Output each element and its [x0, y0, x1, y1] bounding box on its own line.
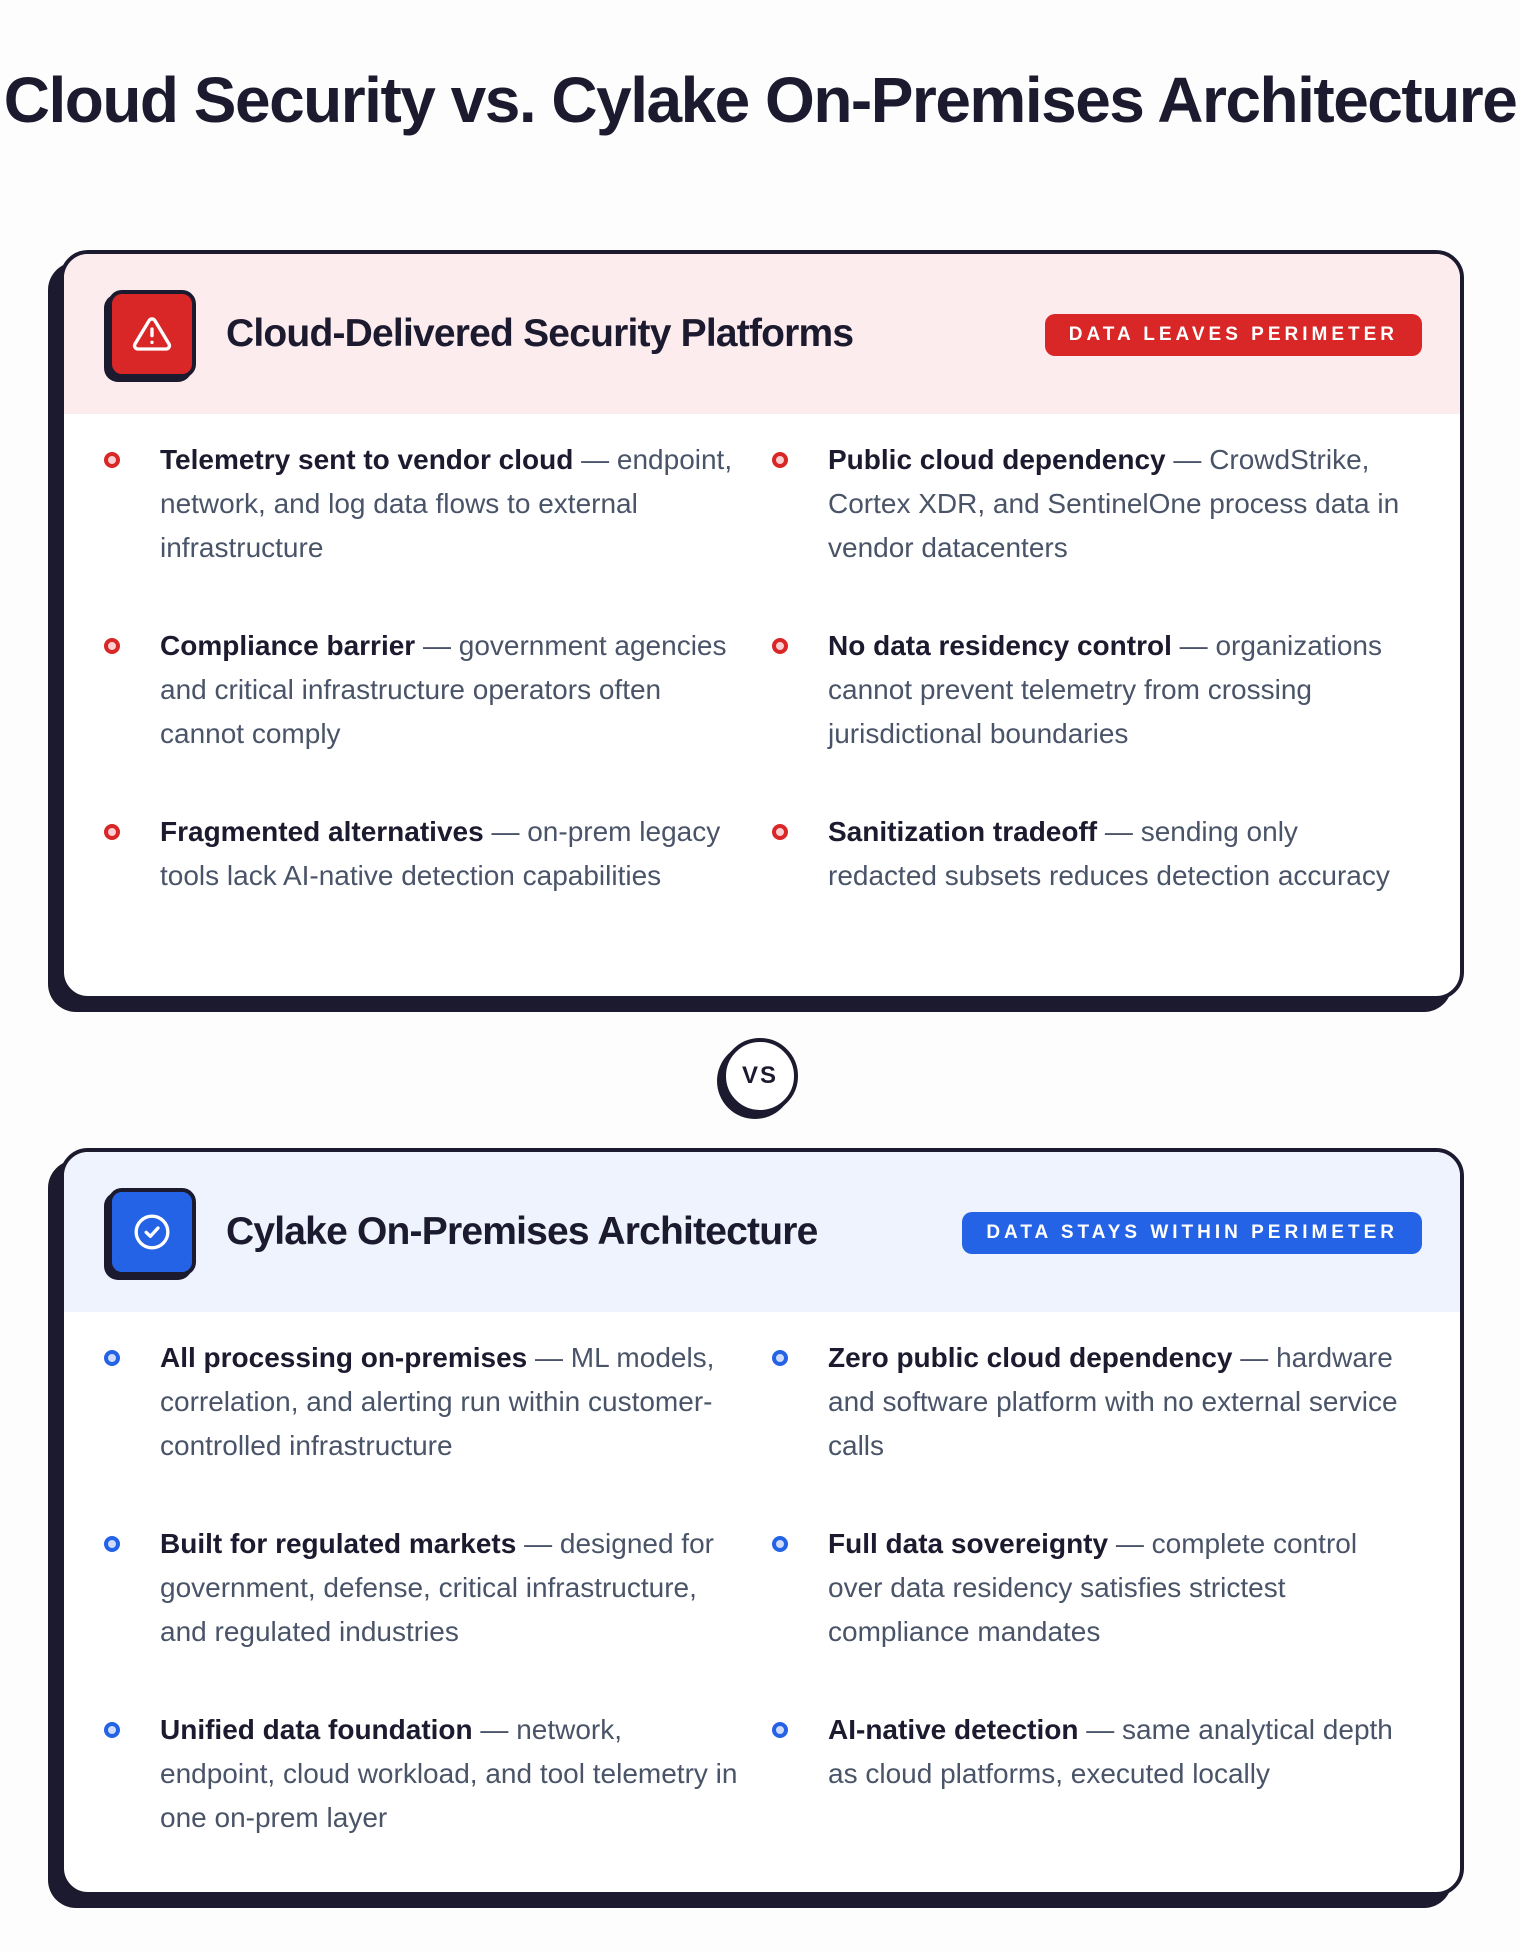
- item-text: network, endpoint, cloud workload, and t…: [160, 1714, 738, 1833]
- list-item: Public cloud dependency — CrowdStrike, C…: [772, 438, 1440, 624]
- item-text: organizations cannot prevent telemetry f…: [828, 630, 1382, 749]
- list-item: Fragmented alternatives — on-prem legacy…: [104, 810, 772, 996]
- list-item: No data residency control — organization…: [772, 624, 1440, 810]
- data-stays-badge: DATA STAYS WITHIN PERIMETER: [962, 1212, 1422, 1254]
- bullet-dot-icon: [104, 638, 120, 654]
- list-item: AI-native detection — same analytical de…: [772, 1708, 1440, 1892]
- item-text: CrowdStrike, Cortex XDR, and SentinelOne…: [828, 444, 1400, 563]
- page-title: Cloud Security vs. Cylake On-Premises Ar…: [3, 64, 1518, 136]
- item-text: endpoint, network, and log data flows to…: [160, 444, 733, 563]
- cloud-items-grid: Telemetry sent to vendor cloud — endpoin…: [64, 414, 1460, 996]
- bullet-dot-icon: [104, 1350, 120, 1366]
- data-leaves-badge: DATA LEAVES PERIMETER: [1044, 314, 1422, 356]
- check-icon-box: [108, 1188, 196, 1276]
- cloud-card-header: Cloud-Delivered Security Platforms DATA …: [64, 254, 1460, 414]
- item-lead: All processing on-premises: [160, 1342, 528, 1373]
- list-item: Zero public cloud dependency — hardware …: [772, 1336, 1440, 1522]
- item-lead: Telemetry sent to vendor cloud: [160, 444, 574, 475]
- item-text: hardware and software platform with no e…: [828, 1342, 1398, 1461]
- vs-badge: VS: [722, 1038, 798, 1114]
- bullet-dot-icon: [104, 1536, 120, 1552]
- item-text: government agencies and critical infrast…: [160, 630, 727, 749]
- item-text: sending only redacted subsets reduces de…: [828, 816, 1390, 891]
- bullet-dot-icon: [772, 824, 788, 840]
- onprem-items-grid: All processing on-premises — ML models, …: [64, 1312, 1460, 1892]
- warning-triangle-icon: [132, 317, 172, 351]
- cloud-card-title: Cloud-Delivered Security Platforms: [226, 312, 854, 355]
- item-lead: Fragmented alternatives: [160, 816, 484, 847]
- bullet-dot-icon: [772, 1536, 788, 1552]
- onprem-card-title: Cylake On-Premises Architecture: [226, 1210, 818, 1253]
- check-circle-icon: [134, 1214, 170, 1250]
- warning-icon-box: [108, 290, 196, 378]
- bullet-dot-icon: [772, 1722, 788, 1738]
- onprem-architecture-card: Cylake On-Premises Architecture DATA STA…: [60, 1148, 1464, 1896]
- list-item: Built for regulated markets — designed f…: [104, 1522, 772, 1708]
- bullet-dot-icon: [772, 1350, 788, 1366]
- list-item: Compliance barrier — government agencies…: [104, 624, 772, 810]
- item-lead: No data residency control: [828, 630, 1172, 661]
- list-item: Telemetry sent to vendor cloud — endpoin…: [104, 438, 772, 624]
- bullet-dot-icon: [772, 638, 788, 654]
- bullet-dot-icon: [104, 1722, 120, 1738]
- item-lead: Sanitization tradeoff: [828, 816, 1098, 847]
- item-text: same analytical depth as cloud platforms…: [828, 1714, 1393, 1789]
- item-lead: Built for regulated markets: [160, 1528, 517, 1559]
- item-lead: Unified data foundation: [160, 1714, 473, 1745]
- cloud-platforms-card: Cloud-Delivered Security Platforms DATA …: [60, 250, 1464, 1000]
- list-item: Unified data foundation — network, endpo…: [104, 1708, 772, 1892]
- item-lead: Full data sovereignty: [828, 1528, 1109, 1559]
- item-text: on-prem legacy tools lack AI-native dete…: [160, 816, 721, 891]
- list-item: Sanitization tradeoff — sending only red…: [772, 810, 1440, 996]
- onprem-card-header: Cylake On-Premises Architecture DATA STA…: [64, 1152, 1460, 1312]
- item-lead: Public cloud dependency: [828, 444, 1166, 475]
- item-lead: Zero public cloud dependency: [828, 1342, 1233, 1373]
- list-item: All processing on-premises — ML models, …: [104, 1336, 772, 1522]
- list-item: Full data sovereignty — complete control…: [772, 1522, 1440, 1708]
- bullet-dot-icon: [104, 452, 120, 468]
- bullet-dot-icon: [104, 824, 120, 840]
- item-text: designed for government, defense, critic…: [160, 1528, 714, 1647]
- bullet-dot-icon: [772, 452, 788, 468]
- item-lead: AI-native detection: [828, 1714, 1079, 1745]
- item-text: complete control over data residency sat…: [828, 1528, 1358, 1647]
- item-lead: Compliance barrier: [160, 630, 416, 661]
- item-text: ML models, correlation, and alerting run…: [160, 1342, 715, 1461]
